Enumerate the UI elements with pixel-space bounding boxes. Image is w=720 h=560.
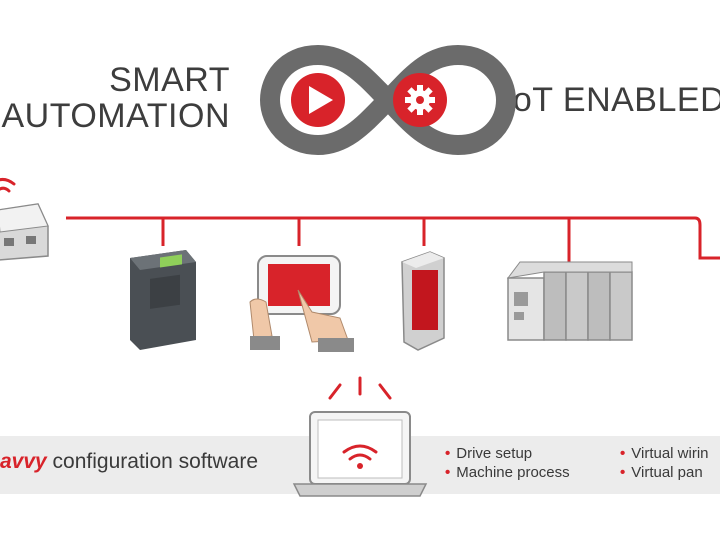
gear-icon (405, 85, 435, 115)
signal-rays (328, 376, 392, 400)
list-item: •Virtual pan (620, 464, 703, 481)
laptop-wifi-icon (292, 376, 428, 497)
wifi-icon (342, 444, 378, 469)
feature-list-col1: •Drive setup •Machine process (445, 444, 570, 482)
play-icon (309, 86, 333, 114)
software-label: configuration software (46, 450, 259, 473)
drive-icon (130, 250, 196, 350)
header-iiot-enabled: IIoT ENABLED (493, 81, 720, 119)
sensor-icon (401, 251, 445, 351)
list-item: •Drive setup (445, 445, 533, 462)
network-bus (66, 216, 720, 268)
list-item: •Virtual wirin (620, 445, 709, 462)
feature-list-col2: •Virtual wirin •Virtual pan (620, 444, 709, 482)
software-brand: avvy configuration software (0, 450, 258, 474)
list-item: •Machine process (445, 464, 570, 481)
header-left-line2: AUTOMATION (1, 97, 230, 135)
router-icon (0, 177, 49, 261)
header-left-line1: SMART (109, 61, 230, 99)
brand-fragment: avvy (0, 450, 47, 473)
infinity-logo-icon (260, 45, 516, 155)
wifi-icon (0, 177, 16, 193)
tablet-touch-icon (249, 255, 354, 352)
plc-icon (506, 261, 633, 341)
header-smart-automation: SMART AUTOMATION (1, 62, 230, 134)
